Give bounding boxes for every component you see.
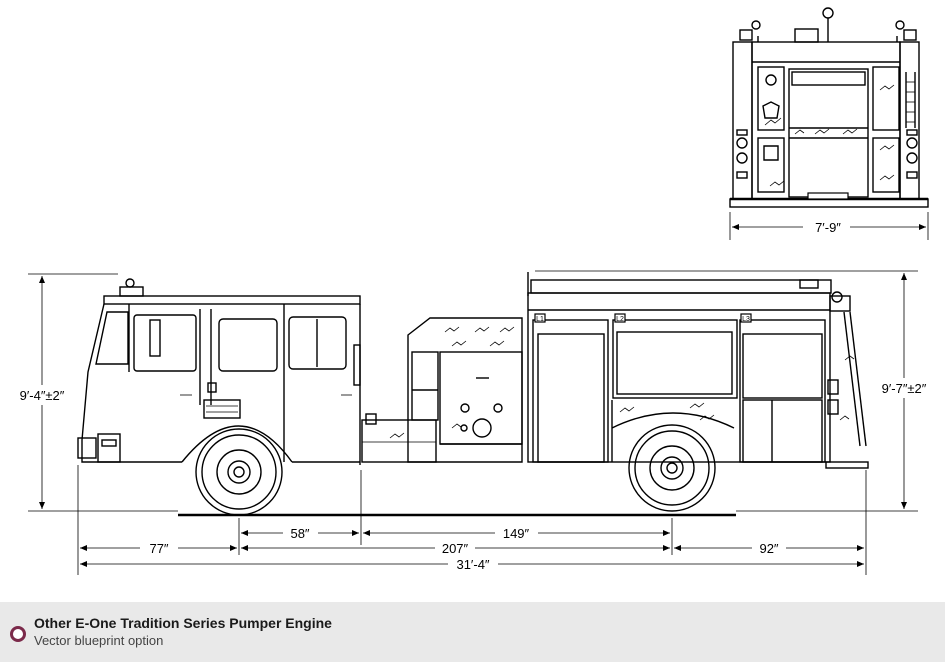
- pump-to-rear-axle-label: 149″: [503, 526, 530, 541]
- caption-subtitle: Vector blueprint option: [34, 633, 164, 648]
- wheelbase-label: 207″: [442, 541, 469, 556]
- body-height-label: 9′-7″±2″: [882, 381, 927, 396]
- blueprint-drawing: 7′-9″: [20, 7, 929, 575]
- cab-to-pump-label: 58″: [290, 526, 309, 541]
- compartment-l1-label: L1: [536, 316, 544, 323]
- bullet-icon: [10, 626, 26, 642]
- caption-title[interactable]: Other E-One Tradition Series Pumper Engi…: [34, 615, 332, 631]
- caption-bar: [0, 602, 945, 662]
- front-wheel: [195, 428, 283, 516]
- overall-length-label: 31′-4″: [456, 557, 489, 572]
- rear-overhang-label: 92″: [759, 541, 778, 556]
- cab-height-label: 9′-4″±2″: [20, 388, 65, 403]
- rear-wheel: [628, 424, 716, 512]
- rear-width-label: 7′-9″: [815, 220, 841, 235]
- compartment-l2-label: L2: [616, 316, 624, 323]
- front-overhang-label: 77″: [149, 541, 168, 556]
- side-view: L1 L2 L3: [20, 270, 927, 575]
- rear-view: 7′-9″: [729, 7, 929, 240]
- compartment-l3-label: L3: [742, 316, 750, 323]
